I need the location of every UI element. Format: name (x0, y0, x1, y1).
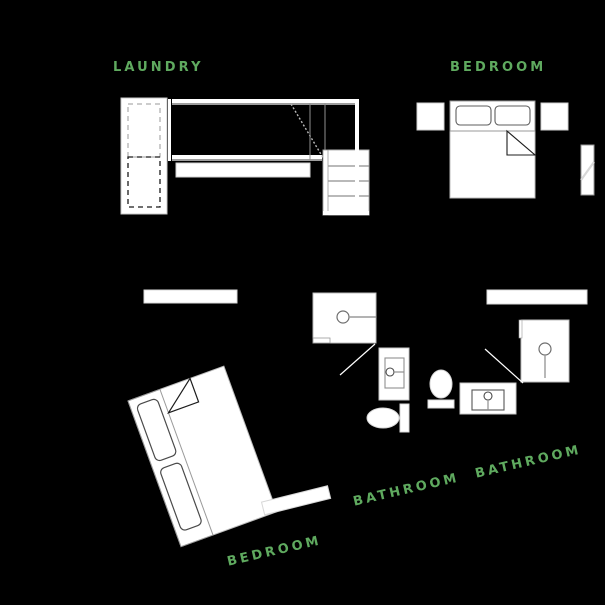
laundry-left-wall (168, 99, 171, 161)
nightstand-icon (416, 102, 445, 131)
toilet-tank-icon (399, 403, 410, 433)
pillow-icon (136, 398, 177, 462)
shower-drain-icon (336, 310, 350, 324)
toilet-icon (427, 369, 455, 409)
bedroom-upper-group (416, 100, 595, 199)
shower-icon (312, 292, 377, 344)
toilet-tank-icon (427, 399, 455, 409)
sink-basin-icon (483, 391, 493, 401)
counter-icon (486, 289, 588, 305)
vanity-sink-icon (459, 382, 517, 415)
toilet-icon (366, 403, 410, 433)
bathroom-right-group (427, 319, 570, 415)
bedroom-lower-group (127, 365, 278, 548)
double-bed-icon (127, 365, 278, 548)
door-swing-icon (484, 348, 524, 384)
pillow-icon (455, 105, 492, 126)
laundry-counter (172, 155, 322, 178)
pillow-icon (494, 105, 531, 126)
dresser-icon (260, 485, 332, 516)
double-bed-icon (449, 100, 537, 199)
shower-drain-icon (538, 342, 552, 356)
room-label-bedroom-upper: BEDROOM (450, 60, 547, 75)
bathroom-middle-group (312, 292, 410, 433)
nightstand-icon (540, 102, 569, 131)
shower-icon (518, 319, 570, 383)
vanity-sink-icon (378, 347, 410, 401)
pillow-icon (160, 462, 202, 531)
sink-basin-icon (385, 367, 395, 377)
stair-direction-line (290, 103, 326, 162)
laundry-room-group (120, 97, 370, 216)
mirror-icon (580, 144, 595, 196)
door-swing-icon (339, 343, 376, 376)
shelf-icon (143, 289, 238, 304)
bed-corner-fold (167, 377, 200, 415)
washer-dryer-icon (120, 97, 168, 215)
bed-corner-fold (506, 129, 537, 156)
staircase-icon (322, 99, 370, 216)
room-label-laundry: LAUNDRY (113, 60, 204, 75)
laundry-upper-wall (172, 99, 358, 105)
